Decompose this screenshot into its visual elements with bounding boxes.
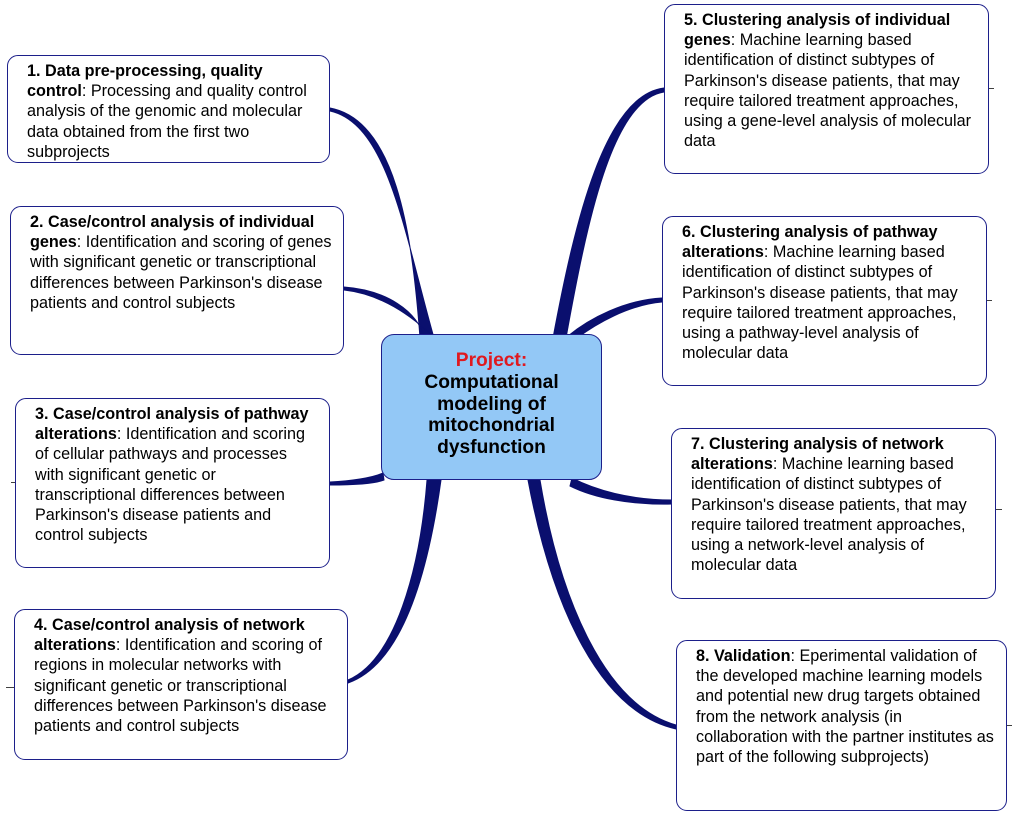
project-subtitle: Computational modeling of mitochondrial … — [424, 371, 559, 459]
connector-stub — [1004, 725, 1012, 726]
node-1-text: : Processing and quality control analysi… — [27, 82, 307, 161]
connector-3 — [329, 472, 385, 486]
node-7-clustering-networks: 7. Clustering analysis of network altera… — [671, 428, 996, 599]
connector-stub — [984, 300, 992, 301]
node-2-case-control-genes: 2. Case/control analysis of individual g… — [10, 206, 344, 355]
node-7-text: : Machine learning based identification … — [691, 455, 967, 575]
node-4-text: : Identification and scoring of regions … — [34, 636, 327, 736]
project-center-node: Project: Computational modeling of mitoc… — [381, 334, 602, 480]
node-3-title: 3. Case/control analysis of pathway alte… — [35, 405, 309, 444]
node-8-validation: 8. Validation: Eperimental validation of… — [676, 640, 1007, 811]
node-6-clustering-pathways: 6. Clustering analysis of pathway altera… — [662, 216, 987, 386]
node-6-title: 6. Clustering analysis of pathway altera… — [682, 223, 938, 262]
node-1-title: 1. Data pre-processing, quality control — [27, 62, 263, 101]
project-heading: Project: — [455, 350, 528, 371]
node-4-title: 4. Case/control analysis of network alte… — [34, 616, 305, 655]
node-5-title: 5. Clustering analysis of individual gen… — [684, 11, 951, 50]
connector-4 — [347, 479, 442, 684]
connector-stub — [6, 687, 14, 688]
node-8-title: 8. Validation — [696, 647, 791, 665]
node-2-title: 2. Case/control analysis of individual g… — [30, 213, 315, 252]
node-3-text: : Identification and scoring of cellular… — [35, 425, 305, 545]
connector-7 — [569, 477, 673, 505]
node-4-case-control-networks: 4. Case/control analysis of network alte… — [14, 609, 348, 760]
node-8-text: : Eperimental validation of the develope… — [696, 647, 994, 767]
node-5-clustering-genes: 5. Clustering analysis of individual gen… — [664, 4, 989, 174]
connector-stub — [994, 509, 1002, 510]
connector-stub — [986, 88, 994, 89]
connector-1 — [329, 107, 435, 339]
node-5-text: : Machine learning based identification … — [684, 31, 972, 151]
connector-6 — [566, 297, 663, 339]
node-3-case-control-pathways: 3. Case/control analysis of pathway alte… — [15, 398, 330, 568]
node-7-title: 7. Clustering analysis of network altera… — [691, 435, 944, 474]
node-2-text: : Identification and scoring of genes wi… — [30, 233, 332, 312]
node-6-text: : Machine learning based identification … — [682, 243, 958, 363]
connector-8 — [527, 479, 677, 730]
node-1-data-preprocessing: 1. Data pre-processing, quality control:… — [7, 55, 330, 163]
